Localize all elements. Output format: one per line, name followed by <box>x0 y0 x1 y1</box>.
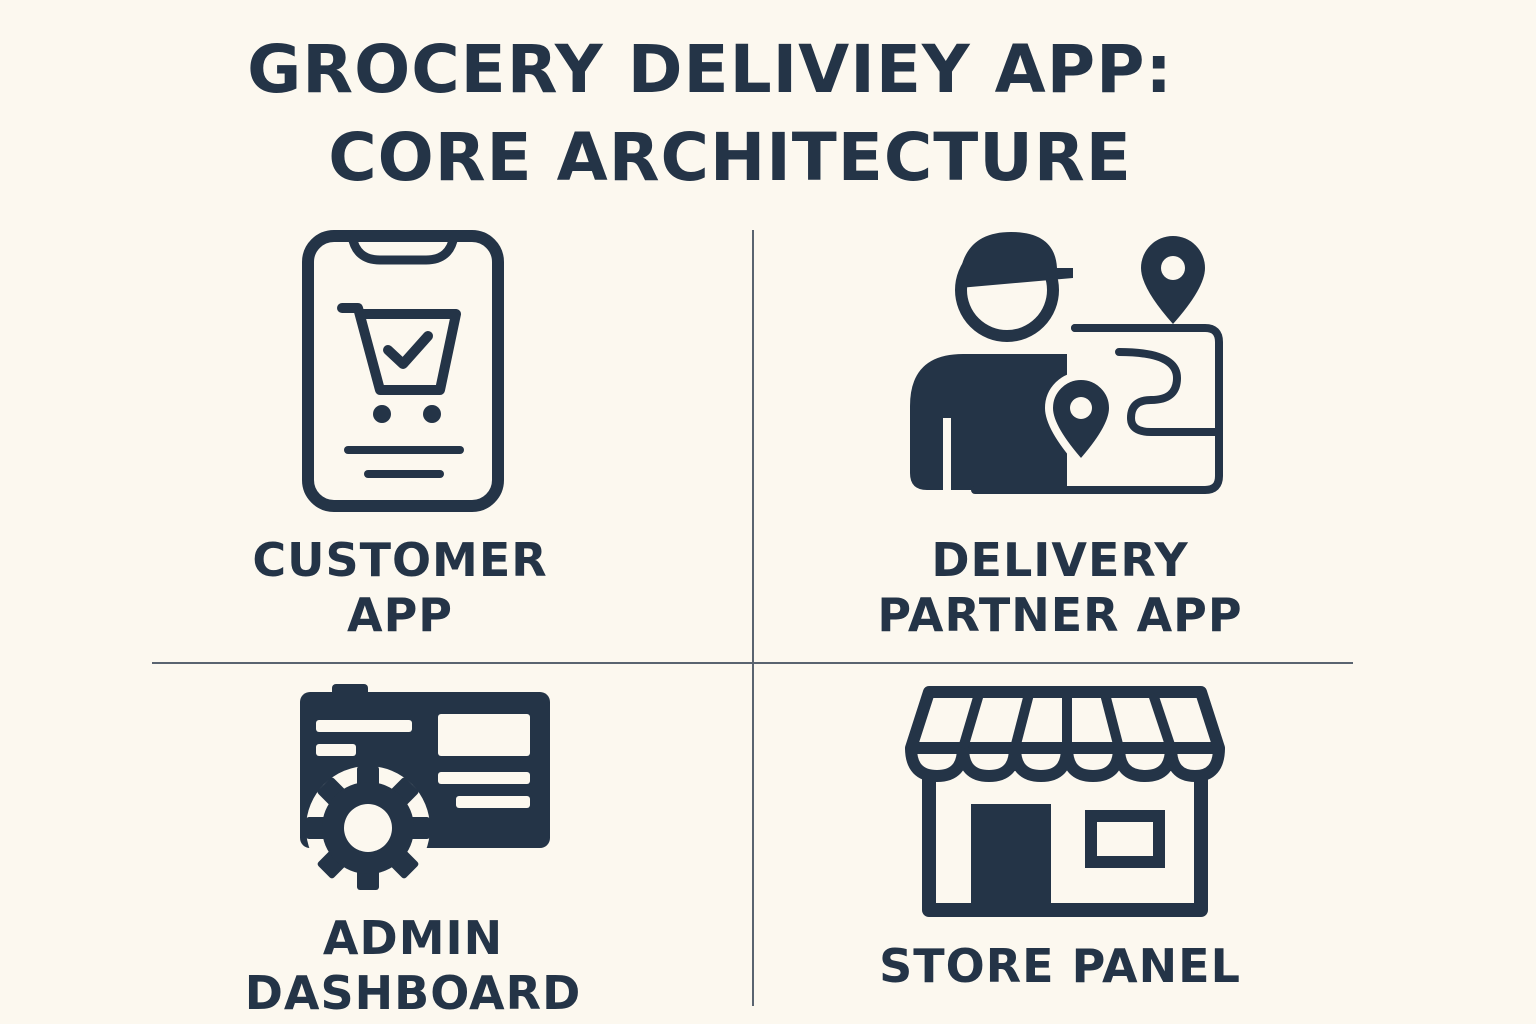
customer-app-label-line-2: APP <box>346 588 454 642</box>
store-panel-label: STORE PANEL <box>860 939 1260 994</box>
horizontal-divider <box>152 662 1353 664</box>
storefront-icon <box>905 686 1225 917</box>
store-panel-label-line-1: STORE PANEL <box>879 939 1241 993</box>
vertical-divider <box>752 230 754 1006</box>
smartphone-cart-icon <box>302 230 504 512</box>
dashboard-gear-icon <box>300 684 550 890</box>
admin-dashboard-label: ADMIN DASHBOARD <box>213 911 613 1021</box>
customer-app-label: CUSTOMER APP <box>200 533 600 643</box>
delivery-partner-app-label-line-2: PARTNER APP <box>877 588 1243 642</box>
delivery-partner-app-label: DELIVERY PARTNER APP <box>860 533 1260 643</box>
admin-dashboard-label-line-2: DASHBOARD <box>244 966 582 1020</box>
delivery-partner-app-label-line-1: DELIVERY <box>931 533 1189 587</box>
admin-dashboard-label-line-1: ADMIN <box>322 911 504 965</box>
delivery-person-route-icon <box>910 232 1223 494</box>
title-line-1: GROCERY DELIVIEY APP: <box>247 31 1173 108</box>
title-line-2: CORE ARCHITECTURE <box>328 119 1132 196</box>
customer-app-label-line-1: CUSTOMER <box>252 533 548 587</box>
